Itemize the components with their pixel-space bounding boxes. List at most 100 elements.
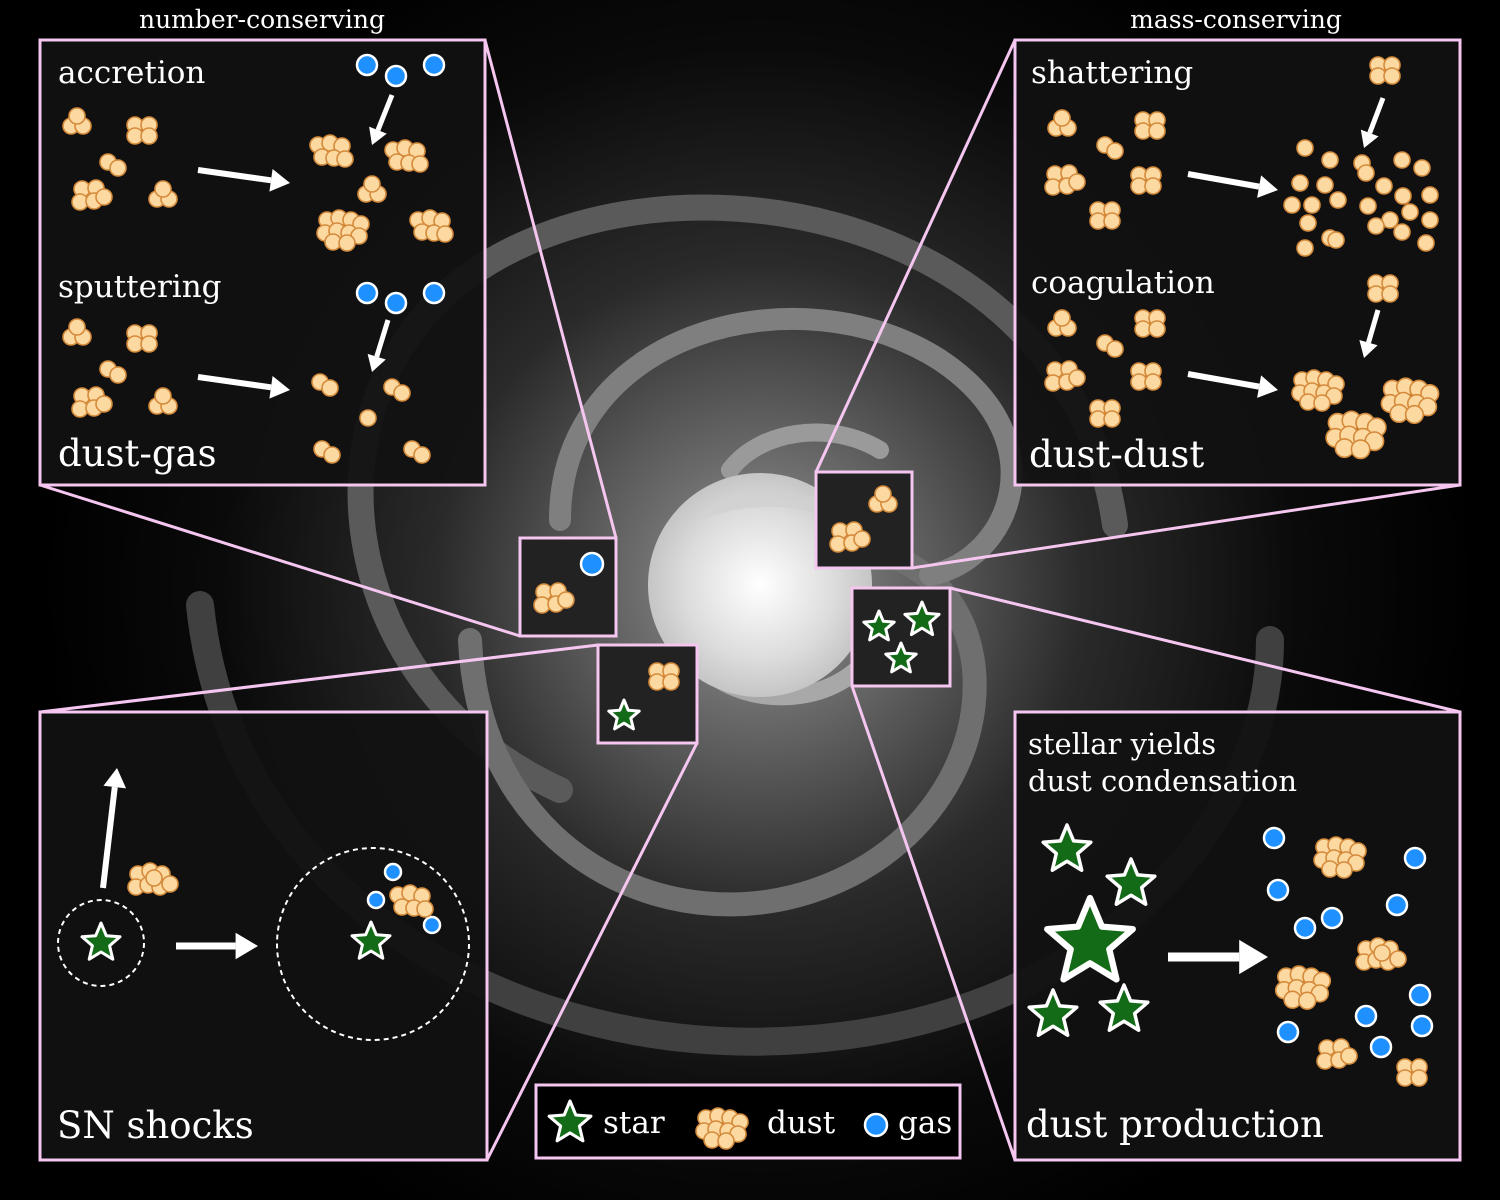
label-accretion: accretion — [58, 55, 205, 91]
legend-gas-label: gas — [898, 1105, 952, 1141]
label-sputtering: sputtering — [58, 269, 222, 305]
gas-particle-icon — [384, 291, 408, 315]
dust-grain-icon — [1316, 1038, 1358, 1070]
star-icon — [547, 1099, 593, 1143]
dust-grain-icon — [1393, 151, 1411, 169]
dust-grain-icon — [409, 209, 454, 243]
zoom-box-dust-gas — [518, 536, 618, 638]
dust-grain-icon — [1291, 174, 1309, 192]
dust-grain-icon — [1357, 164, 1375, 182]
gas-particle-icon — [355, 281, 379, 305]
star-icon — [884, 641, 918, 674]
arrow-icon — [176, 932, 258, 960]
dust-grain-icon — [99, 360, 127, 384]
shock-shell-large — [276, 847, 470, 1041]
arrow-icon — [1187, 171, 1278, 198]
title-dust-dust: dust-dust — [1029, 433, 1204, 476]
dust-grain-icon — [1413, 159, 1431, 177]
star-icon — [80, 921, 122, 961]
label-coagulation: coagulation — [1031, 265, 1215, 301]
dust-grain-icon — [1047, 109, 1077, 137]
star-icon — [862, 609, 896, 642]
dust-grain-icon — [695, 1107, 749, 1150]
dust-grain-icon — [1401, 203, 1419, 221]
dust-grain-icon — [389, 884, 434, 918]
dust-grain-icon — [359, 409, 377, 427]
star-icon — [1044, 894, 1136, 983]
dust-grain-icon — [316, 209, 370, 252]
dust-grain-icon — [1321, 151, 1339, 169]
subtitle-dust-condensation: dust condensation — [1028, 764, 1297, 798]
gas-particle-icon — [579, 551, 605, 577]
arrow-icon — [1360, 97, 1386, 148]
dust-grain-icon — [1096, 136, 1124, 160]
panel-dust-production: stellar yields dust condensation dust pr… — [1013, 710, 1462, 1162]
dust-grain-icon — [648, 662, 680, 691]
dust-grain-icon — [1303, 196, 1321, 214]
dust-grain-icon — [71, 386, 113, 418]
dust-grain-icon — [1047, 309, 1077, 337]
dust-grain-icon — [313, 440, 341, 464]
dust-grain-icon — [1316, 176, 1334, 194]
dust-grain-icon — [62, 318, 92, 346]
dust-grain-icon — [1367, 217, 1385, 235]
star-icon — [1105, 857, 1157, 906]
dust-grain-icon — [1313, 836, 1367, 879]
gas-particle-icon — [1293, 916, 1317, 940]
dust-grain-icon — [1327, 231, 1345, 249]
gas-particle-icon — [1403, 846, 1427, 870]
dust-grain-icon — [1274, 965, 1332, 1010]
dust-grain-icon — [1134, 309, 1166, 338]
dust-grain-icon — [403, 440, 431, 464]
dust-grain-icon — [1089, 399, 1121, 428]
dust-grain-icon — [127, 862, 179, 896]
dust-grain-icon — [1096, 334, 1124, 358]
gas-particle-icon — [422, 915, 442, 935]
dust-grain-icon — [311, 373, 339, 397]
legend-dust-label: dust — [767, 1105, 836, 1141]
gas-particle-icon — [1262, 826, 1286, 850]
panel-dust-gas: accretion sputtering dust-gas — [38, 38, 487, 487]
dust-grain-icon — [1417, 234, 1435, 252]
star-icon — [1027, 988, 1079, 1037]
dust-grain-icon — [1296, 239, 1314, 257]
dust-grain-icon — [62, 107, 92, 135]
label-shattering: shattering — [1031, 55, 1193, 91]
dust-grain-icon — [1325, 410, 1387, 460]
dust-grain-icon — [126, 324, 158, 353]
dust-grain-icon — [1375, 177, 1393, 195]
dust-grain-icon — [1421, 186, 1439, 204]
dust-grain-icon — [1359, 197, 1377, 215]
dust-grain-icon — [1296, 139, 1314, 157]
arrow-icon — [369, 94, 395, 145]
title-dust-gas: dust-gas — [58, 432, 217, 475]
gas-particle-icon — [1354, 1004, 1378, 1028]
star-icon — [903, 600, 941, 637]
star-icon — [607, 698, 641, 731]
dust-grain-icon — [1396, 1058, 1428, 1087]
star-icon — [350, 920, 392, 960]
star-icon — [1098, 983, 1150, 1032]
arrow-icon — [1187, 371, 1278, 398]
dust-grain-icon — [533, 582, 575, 614]
gas-particle-icon — [1408, 983, 1432, 1007]
gas-particle-icon — [1276, 1020, 1300, 1044]
dust-grain-icon — [309, 134, 354, 168]
arrow-icon — [197, 167, 290, 192]
dust-grain-icon — [383, 378, 411, 402]
dust-grain-icon — [71, 179, 113, 211]
dust-grain-icon — [1421, 211, 1439, 229]
zoom-lines — [39, 39, 1461, 1161]
gas-particle-icon — [422, 53, 446, 77]
zoom-box-stars — [850, 586, 952, 688]
star-icon — [1041, 823, 1093, 872]
dust-grain-icon — [126, 116, 158, 145]
dust-grain-icon — [148, 387, 178, 415]
gas-particle-icon — [1369, 1035, 1393, 1059]
legend: star dust gas — [534, 1083, 962, 1160]
dust-grain-icon — [1044, 164, 1086, 196]
dust-grain-icon — [1130, 362, 1162, 391]
gas-particle-icon — [1410, 1014, 1434, 1038]
dust-grain-icon — [99, 153, 127, 177]
